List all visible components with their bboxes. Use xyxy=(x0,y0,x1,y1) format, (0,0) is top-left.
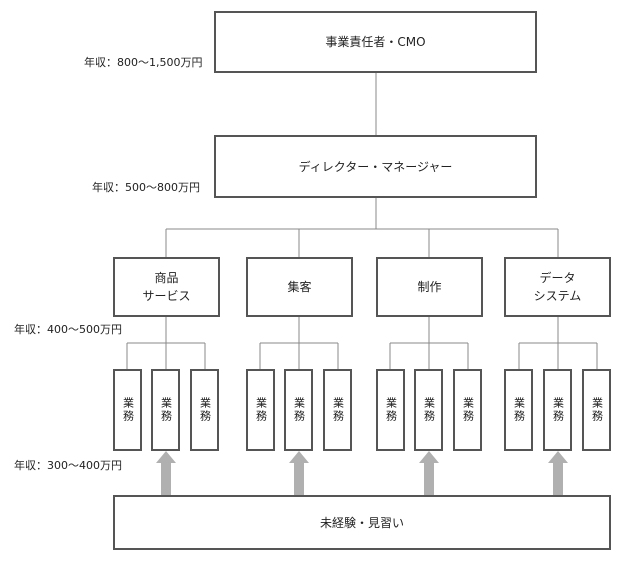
task-box: 業務 xyxy=(504,369,533,451)
up-arrow-icon xyxy=(419,451,439,495)
task-label: 業務 xyxy=(159,397,173,423)
task-box: 業務 xyxy=(582,369,611,451)
task-box: 業務 xyxy=(190,369,219,451)
up-arrow-icon xyxy=(156,451,176,495)
task-label: 業務 xyxy=(512,397,526,423)
task-label: 業務 xyxy=(121,397,135,423)
task-box: 業務 xyxy=(543,369,572,451)
task-label: 業務 xyxy=(198,397,212,423)
salary-label-executive: 年収：800〜1,500万円 xyxy=(84,56,203,69)
department-label: 集客 xyxy=(287,280,312,294)
task-box: 業務 xyxy=(246,369,275,451)
department-label: 商品 サービス xyxy=(142,271,191,303)
task-label: 業務 xyxy=(384,397,398,423)
task-label: 業務 xyxy=(590,397,604,423)
department-box: データ システム xyxy=(504,257,611,317)
task-box: 業務 xyxy=(414,369,443,451)
task-box: 業務 xyxy=(151,369,180,451)
task-label: 業務 xyxy=(331,397,345,423)
task-box: 業務 xyxy=(113,369,142,451)
manager-role-label: ディレクター・マネージャー xyxy=(298,159,453,174)
task-label: 業務 xyxy=(551,397,565,423)
task-label: 業務 xyxy=(254,397,268,423)
entry-role-label: 未経験・見習い xyxy=(319,515,404,530)
top-role-label: 事業責任者・CMO xyxy=(325,35,426,49)
top-role-box: 事業責任者・CMO xyxy=(214,11,537,73)
task-label: 業務 xyxy=(461,397,475,423)
task-box: 業務 xyxy=(453,369,482,451)
entry-role-box: 未経験・見習い xyxy=(113,495,611,550)
salary-label-department: 年収：400〜500万円 xyxy=(14,323,122,336)
department-label: データ システム xyxy=(533,271,582,303)
task-box: 業務 xyxy=(323,369,352,451)
task-box: 業務 xyxy=(284,369,313,451)
salary-label-manager: 年収：500〜800万円 xyxy=(92,181,200,194)
department-box: 商品 サービス xyxy=(113,257,220,317)
up-arrow-icon xyxy=(548,451,568,495)
department-label: 制作 xyxy=(417,280,442,294)
manager-role-box: ディレクター・マネージャー xyxy=(214,135,537,198)
department-box: 制作 xyxy=(376,257,483,317)
salary-label-task: 年収：300〜400万円 xyxy=(14,459,122,472)
task-label: 業務 xyxy=(292,397,306,423)
department-box: 集客 xyxy=(246,257,353,317)
up-arrow-icon xyxy=(289,451,309,495)
task-box: 業務 xyxy=(376,369,405,451)
task-label: 業務 xyxy=(422,397,436,423)
